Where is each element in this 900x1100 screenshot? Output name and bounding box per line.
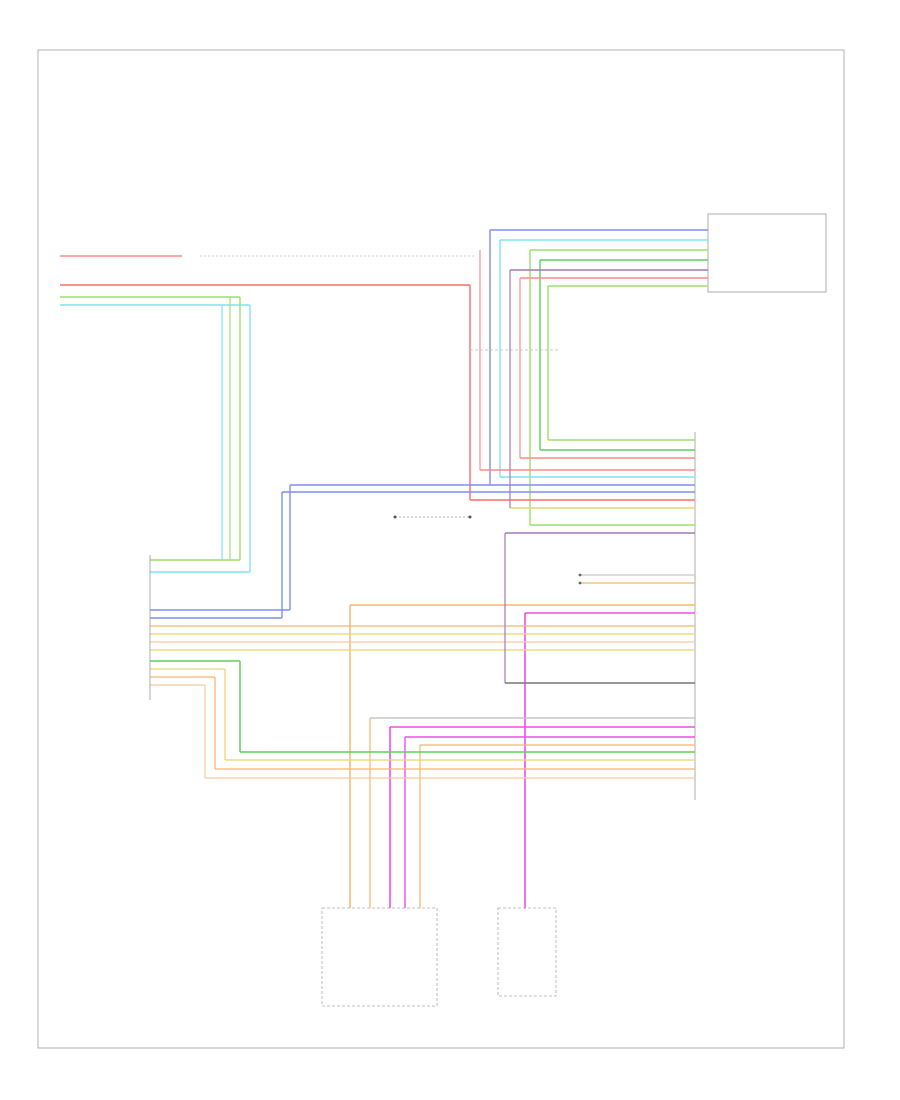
passenger-lumbar-motor <box>497 860 557 997</box>
front-passenger-module <box>707 213 827 293</box>
seat-belt-switch-wires <box>578 573 695 585</box>
module-wires-group-3 <box>150 660 695 850</box>
module-wires-group-1 <box>282 270 695 534</box>
diagram-frame <box>37 49 845 1049</box>
passenger-lumbar-module <box>321 907 438 1007</box>
power-feed-wires <box>60 255 475 500</box>
switch-to-module-blue-wires <box>150 485 291 619</box>
front-module-wires <box>470 229 708 525</box>
switch-feed-wires <box>150 297 251 573</box>
occupant-sensor-connector <box>393 515 472 519</box>
lumbar-wire-stubs <box>349 845 421 908</box>
module-wires-group-2 <box>150 533 695 860</box>
